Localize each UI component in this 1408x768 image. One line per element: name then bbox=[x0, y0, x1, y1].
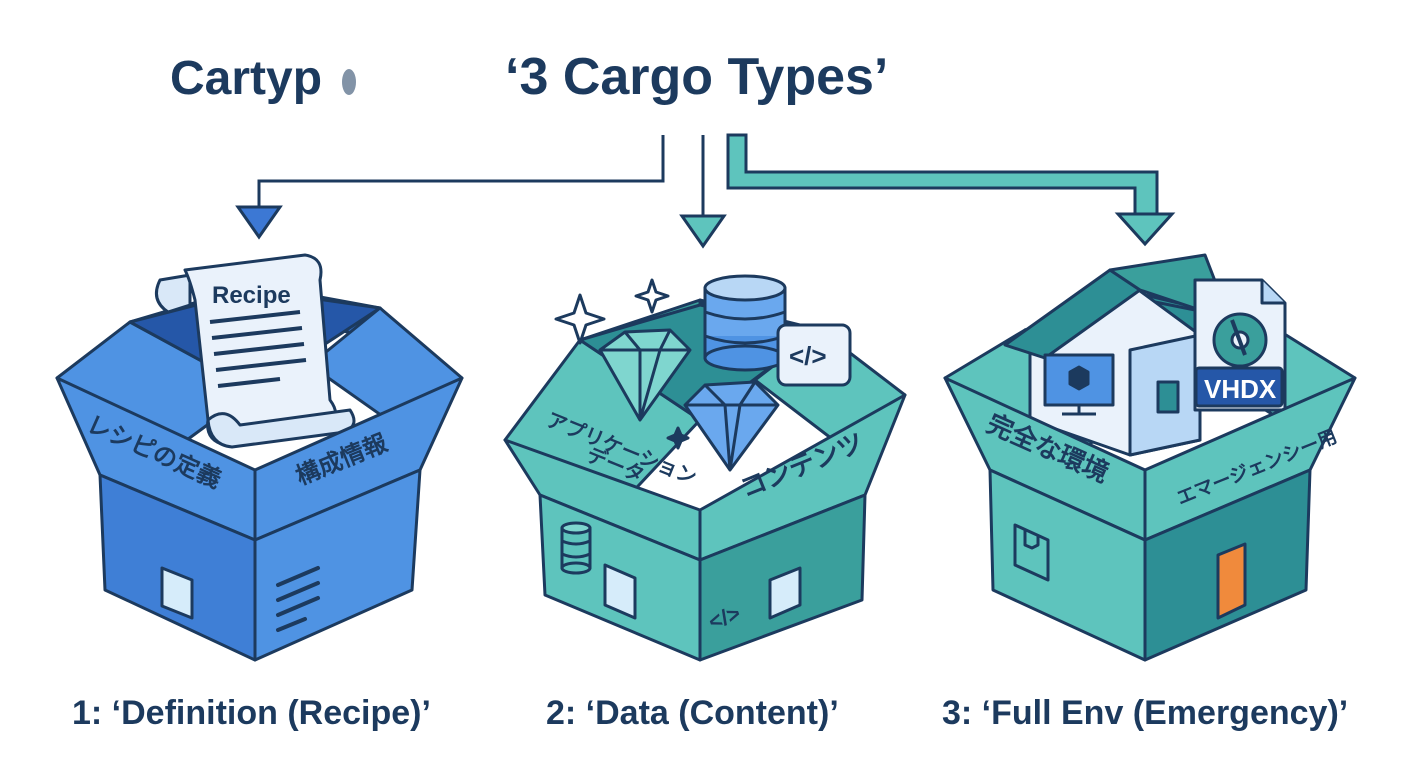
arrow-head-left bbox=[235, 205, 283, 240]
arrow-head-right bbox=[1114, 212, 1176, 247]
diamond-icon bbox=[598, 328, 692, 422]
code-icon: </> bbox=[776, 323, 852, 387]
database-icon-small bbox=[560, 521, 592, 575]
box2-sticker bbox=[603, 563, 637, 620]
scroll-title: Recipe bbox=[212, 282, 291, 309]
arrow-line-right bbox=[726, 133, 1159, 216]
box1-sticker bbox=[160, 566, 194, 620]
box2-sticker-right bbox=[768, 566, 802, 620]
vhdx-label: VHDX bbox=[1204, 374, 1277, 404]
box-definition: Recipe レシピの定義 構成情報 bbox=[55, 253, 464, 662]
vhdx-file-icon: VHDX bbox=[1193, 278, 1287, 412]
diamond-icon-2 bbox=[683, 380, 780, 472]
captions: 1: ‘Definition (Recipe)’ 2: ‘Data (Conte… bbox=[72, 694, 1348, 732]
page-title: ‘3 Cargo Types’ bbox=[505, 48, 888, 106]
arrow-head-middle bbox=[679, 214, 727, 249]
box1-right-face bbox=[253, 468, 422, 662]
caption-full-env: 3: ‘Full Env (Emergency)’ bbox=[942, 694, 1348, 732]
box-data: </> bbox=[503, 274, 907, 662]
brand-smudge bbox=[342, 69, 356, 95]
document-icon bbox=[276, 566, 320, 632]
sparkle-icon bbox=[554, 293, 606, 345]
connector-arrows bbox=[235, 133, 1176, 249]
header: Cartyp ‘3 Cargo Types’ bbox=[170, 48, 888, 106]
arrow-line-left bbox=[257, 135, 665, 207]
brand-text: Cartyp bbox=[170, 52, 322, 105]
scroll-icon: Recipe bbox=[154, 253, 356, 449]
sparkle-icon-3 bbox=[666, 426, 690, 450]
package-icon bbox=[1013, 523, 1050, 582]
caption-definition: 1: ‘Definition (Recipe)’ bbox=[72, 694, 431, 732]
box3-accent-door bbox=[1216, 542, 1247, 620]
box2-code-label: </> bbox=[789, 341, 827, 371]
monitor-icon bbox=[1043, 353, 1115, 416]
database-icon bbox=[703, 274, 787, 372]
caption-data: 2: ‘Data (Content)’ bbox=[546, 694, 839, 732]
sparkle-icon-2 bbox=[634, 278, 670, 314]
box-full-env: VHDX 完全な環境 エマージェンシー用 bbox=[943, 253, 1357, 662]
disk-icon bbox=[1212, 312, 1268, 368]
